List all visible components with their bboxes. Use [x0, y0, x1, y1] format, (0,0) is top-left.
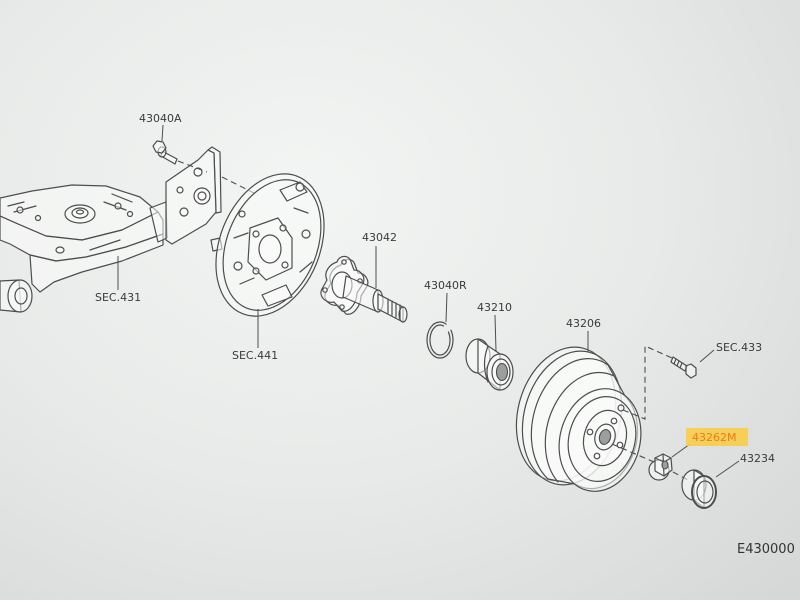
part-label-43040r[interactable]: 43040R	[424, 279, 467, 292]
rear-subframe-drawing	[0, 184, 168, 313]
leader-line-sec433	[699, 349, 715, 363]
brake-drum-43206-drawing	[515, 346, 642, 492]
bolt-43040a-drawing	[152, 140, 178, 165]
leader-line-43262m	[671, 443, 691, 458]
grease-cap-43234-drawing	[681, 469, 717, 509]
part-label-43210[interactable]: 43210	[477, 301, 512, 314]
figure-code: E430000	[737, 542, 795, 557]
backing-plate-drawing	[210, 173, 325, 317]
leader-line-43210	[494, 314, 497, 352]
part-label-highlight	[686, 428, 748, 446]
leader-line-43234	[715, 460, 740, 478]
subframe-bushing	[0, 279, 33, 313]
dashed-guide-bolt	[177, 160, 208, 173]
part-label-43262m[interactable]: 43262M	[692, 431, 736, 444]
drum-screw-sec433-drawing	[670, 356, 697, 379]
dashed-guide-nut	[611, 443, 655, 463]
section-ref-sec431[interactable]: SEC.431	[95, 291, 141, 304]
leader-line-43040a	[161, 124, 164, 142]
part-label-43234[interactable]: 43234	[740, 452, 775, 465]
part-label-43206[interactable]: 43206	[566, 317, 601, 330]
dashed-guide-cap	[672, 471, 691, 482]
wheel-bearing-43210-drawing	[465, 338, 514, 391]
spindle-43042-drawing	[320, 255, 408, 323]
dashed-guide-drum-screw	[622, 345, 673, 420]
snap-ring-43040r-drawing	[426, 321, 454, 359]
mounting-bracket-drawing	[165, 146, 222, 245]
leader-line-43040r	[445, 292, 448, 323]
part-label-43040a[interactable]: 43040A	[139, 112, 182, 125]
part-label-43042[interactable]: 43042	[362, 231, 397, 244]
section-ref-sec433[interactable]: SEC.433	[716, 341, 762, 354]
anchor-block	[261, 284, 293, 307]
section-ref-sec441[interactable]: SEC.441	[232, 349, 278, 362]
leader-lines	[117, 124, 740, 478]
hub-nut-43262m-drawing	[648, 453, 673, 481]
